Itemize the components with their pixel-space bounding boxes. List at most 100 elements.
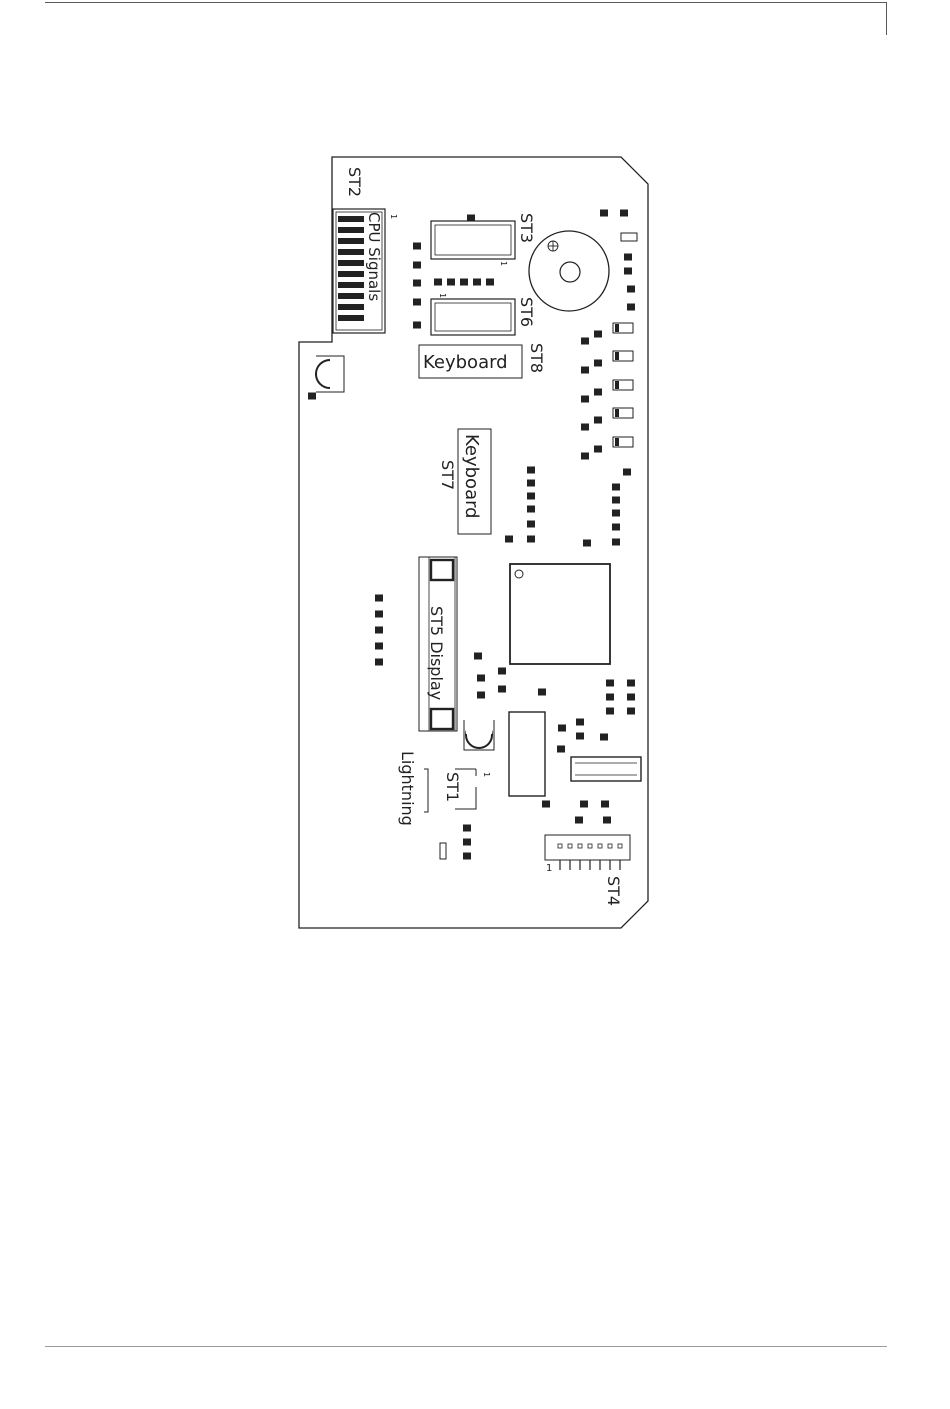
smd-pad	[477, 675, 485, 682]
pin1-st1: 1	[482, 772, 491, 777]
label-st4: ST4	[604, 876, 623, 906]
smd-pad	[538, 689, 546, 696]
smd-pad	[594, 389, 602, 396]
smd-pad	[581, 453, 589, 460]
label-st8: ST8	[527, 343, 546, 373]
smd-pad	[576, 733, 584, 740]
st2-pin	[338, 271, 364, 277]
smd-pad	[498, 686, 506, 693]
smd-pad	[527, 506, 535, 513]
smd-pad	[463, 853, 471, 860]
smd-pad	[606, 694, 614, 701]
pin1-st6: 1	[438, 293, 447, 298]
st4-pin	[598, 844, 602, 848]
smd-pad	[594, 360, 602, 367]
smd-pad	[413, 299, 421, 306]
smd-pad	[460, 279, 468, 286]
st4-pin	[558, 844, 562, 848]
st2-pin	[338, 293, 364, 299]
smd-pad	[624, 254, 632, 261]
smd-pad	[527, 493, 535, 500]
smd-pad	[623, 469, 631, 476]
smd-pad	[505, 536, 513, 543]
pin1-st4: 1	[546, 863, 552, 874]
st4-pin	[618, 844, 622, 848]
cpu-chip	[510, 564, 610, 664]
smd-pad	[558, 725, 566, 732]
pin1-st2: 1	[389, 214, 398, 219]
smd-pad	[620, 210, 628, 217]
buzzer	[529, 231, 609, 311]
smd-pad	[581, 396, 589, 403]
smd-pad	[603, 817, 611, 824]
smd-pad	[463, 825, 471, 832]
smd-pad	[606, 680, 614, 687]
smd-pad	[627, 708, 635, 715]
smd-pad	[594, 417, 602, 424]
diode-column	[613, 323, 633, 447]
smd-pad	[542, 801, 550, 808]
label-st6: ST6	[517, 297, 536, 327]
smd-pad	[463, 839, 471, 846]
smd-pad	[612, 524, 620, 531]
connector-st6	[431, 299, 515, 335]
label-st3: ST3	[517, 213, 536, 243]
st2-pin	[338, 238, 364, 244]
label-st5-display: ST5 Display	[427, 606, 446, 700]
st4-pins	[558, 844, 622, 870]
diode-band	[615, 409, 619, 417]
smd-pad	[375, 595, 383, 602]
st2-pin	[338, 282, 364, 288]
st4-pin	[608, 844, 612, 848]
label-st7: ST7	[438, 460, 457, 490]
label-keyboard-st7: Keyboard	[461, 434, 482, 519]
smd-pad	[600, 210, 608, 217]
smd-pad	[375, 643, 383, 650]
smd-pad	[527, 480, 535, 487]
st2-pin	[338, 227, 364, 233]
smd-pad	[583, 540, 591, 547]
capacitor-c2	[464, 720, 494, 750]
smd-pad	[413, 322, 421, 329]
st2-pin	[338, 260, 364, 266]
smd-pad	[527, 536, 535, 543]
st4-pin	[568, 844, 572, 848]
capacitor-c1	[316, 356, 348, 392]
smd-pad	[627, 304, 635, 311]
smd-pad	[527, 467, 535, 474]
component-r-vertical	[440, 843, 446, 859]
smd-pad	[612, 539, 620, 546]
smd-pad	[308, 393, 316, 400]
label-cpu-signals: CPU Signals	[365, 212, 383, 301]
smd-pad	[627, 680, 635, 687]
smd-pad	[601, 801, 609, 808]
label-st2: ST2	[345, 167, 364, 197]
st2-pin	[338, 315, 364, 321]
diode-band	[615, 438, 619, 446]
smd-pad	[413, 243, 421, 250]
smd-pad	[600, 734, 608, 741]
component-u3	[571, 757, 641, 781]
st2-pin	[338, 304, 364, 310]
smd-pad	[581, 367, 589, 374]
component-r-top	[621, 233, 637, 241]
smd-pad	[474, 653, 482, 660]
smd-pad	[557, 746, 565, 753]
st4-pin	[588, 844, 592, 848]
smd-pad	[498, 668, 506, 675]
smd-pad	[375, 659, 383, 666]
diode-band	[615, 352, 619, 360]
smd-pad	[413, 280, 421, 287]
smd-pad	[627, 286, 635, 293]
smd-pad	[594, 331, 602, 338]
smd-pad	[612, 510, 620, 517]
connector-st4	[545, 835, 630, 870]
label-lightning: Lightning	[398, 751, 417, 826]
smd-pad	[486, 279, 494, 286]
pin1-st3: 1	[499, 261, 508, 266]
smd-pad	[413, 262, 421, 269]
st4-pin	[578, 844, 582, 848]
smd-pad	[473, 279, 481, 286]
smd-pad	[627, 694, 635, 701]
